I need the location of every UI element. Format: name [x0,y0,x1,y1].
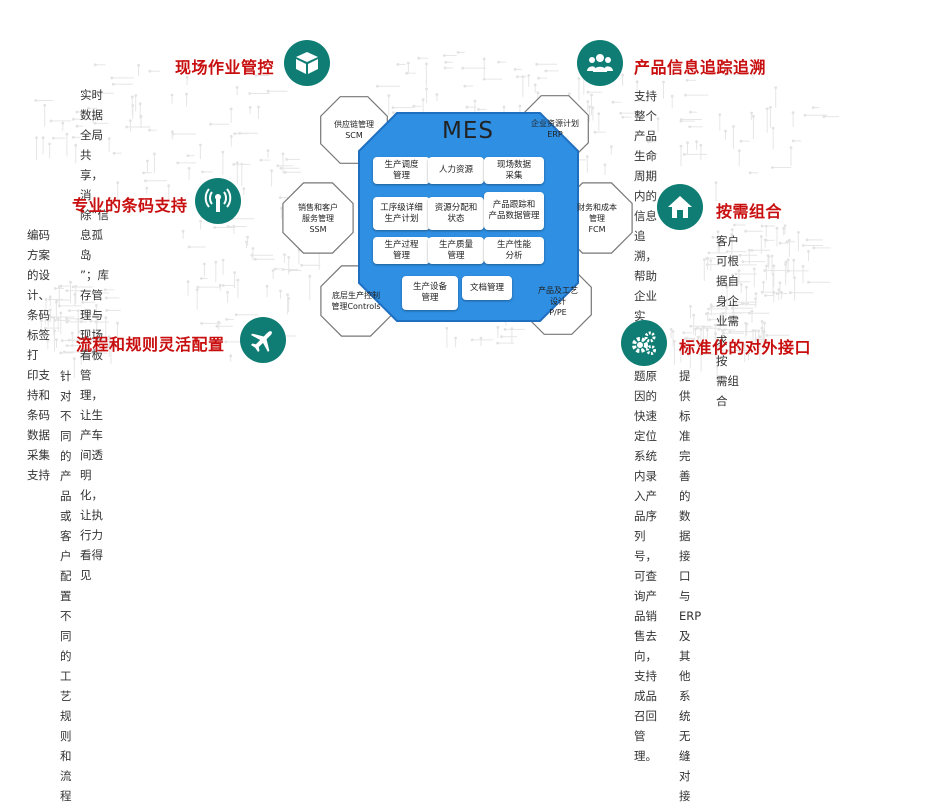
satellite-label: 产品及工艺 设计 P/PE [538,285,578,317]
feature-title: 现场作业管控 [175,58,275,77]
satellite-label: 财务和成本 管理 FCM [577,202,617,234]
gears-icon [621,320,667,366]
satellite-octagon [282,182,354,254]
satellite-label: 供应链管理 SCM [334,120,374,140]
feature-description: 支持整个产品生命周期内的信息追溯，帮助企业实 现质量问题原因的快速定位系统内录入… [634,89,657,763]
feature-title: 流程和规则灵活配置 [76,335,225,354]
hub-module: 生产设备 管理 [402,276,458,310]
satellite-label: 企业资源计划 ERP [531,119,579,139]
feature-description: 提供标准完善的数据接口与 ERP及其他系统无缝对接 [679,369,702,803]
feature-title: 专业的条码支持 [72,196,188,215]
satellite-label: 底层生产控制 管理Controls [331,291,381,311]
hub-module: 生产过程 管理 [373,237,430,264]
feature-description: 编码方案的设计、条码标签打 印支持和条码数据采集支持 [27,228,50,482]
hub-module: 工序级详细 生产计划 [373,197,430,230]
hub-module: 生产性能 分析 [484,237,544,264]
feature-title: 标准化的对外接口 [679,338,812,357]
barcode-signal-icon [195,178,241,224]
hub-module: 生产调度 管理 [373,157,430,184]
feature-title: 产品信息追踪追溯 [634,58,767,77]
hub-module: 生产质量 管理 [428,237,484,264]
feature-title: 按需组合 [716,202,783,221]
hub-module: 产品跟踪和 产品数据管理 [484,192,544,230]
hub-title: MES [442,118,494,144]
hub-module: 资源分配和 状态 [428,197,484,230]
home-icon [657,184,703,230]
hub-module: 人力资源 [428,157,484,184]
hub-module: 文档管理 [462,276,512,300]
users-icon [577,40,623,86]
feature-description: 针对不同的产品或客户配置不 同的工艺规则和流程 [60,369,72,803]
feature-description: 客户可根据自身企业需求，按 需组合 [716,234,739,408]
cube-icon [284,40,330,86]
hub-module: 现场数据 采集 [484,157,544,184]
airplane-icon [240,317,286,363]
satellite-label: 销售和客户 服务管理 SSM [298,202,338,234]
